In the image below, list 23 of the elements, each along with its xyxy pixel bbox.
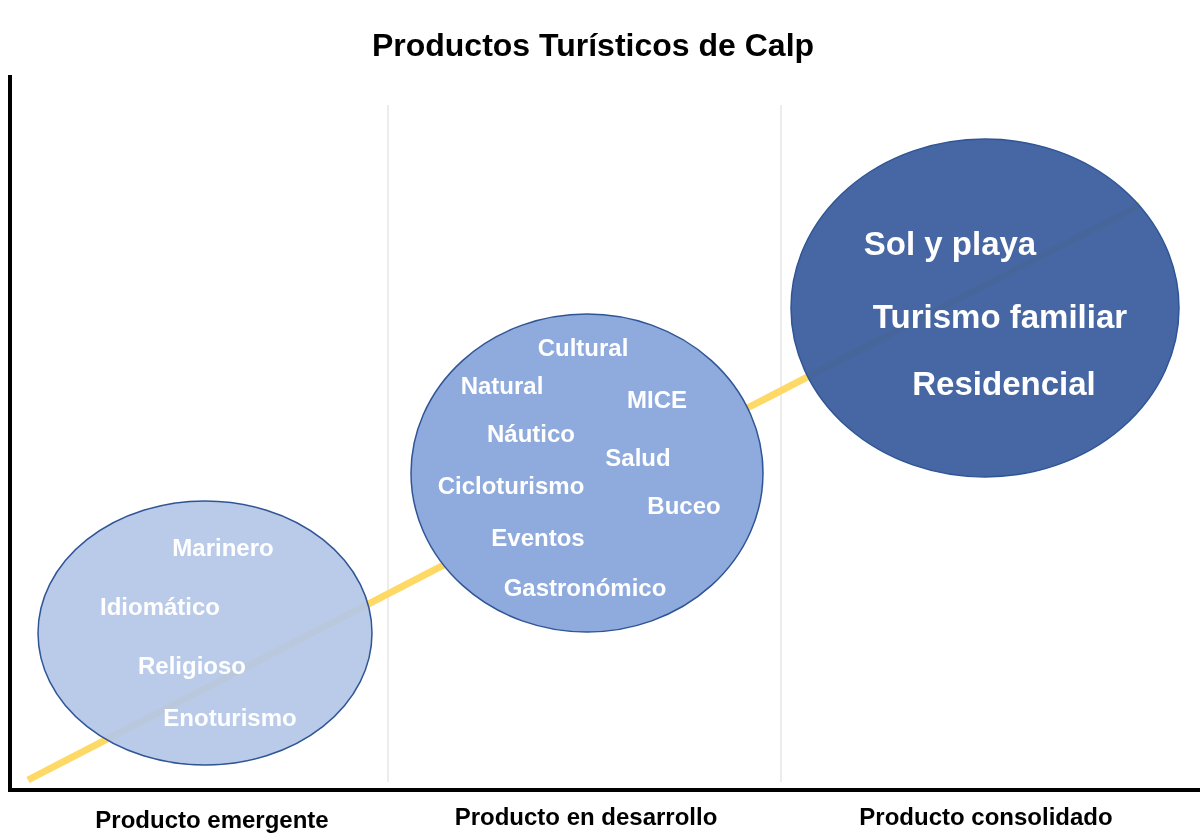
product-label: Enoturismo bbox=[163, 704, 297, 732]
product-label: MICE bbox=[627, 386, 687, 414]
product-label: Salud bbox=[605, 444, 671, 472]
chart-title: Productos Turísticos de Calp bbox=[371, 26, 815, 64]
axis-category-label: Producto en desarrollo bbox=[454, 803, 718, 831]
product-label: Buceo bbox=[647, 492, 721, 520]
product-ellipse bbox=[37, 500, 373, 766]
axis-category-label: Producto consolidado bbox=[859, 803, 1113, 831]
axis-category-label: Producto emergente bbox=[95, 806, 329, 834]
product-label: Gastronómico bbox=[503, 574, 667, 602]
product-label: Idiomático bbox=[100, 593, 220, 621]
product-label: Residencial bbox=[912, 365, 1096, 403]
product-label: Cultural bbox=[537, 334, 629, 362]
product-label: Marinero bbox=[172, 534, 274, 562]
product-ellipse bbox=[410, 313, 764, 633]
product-ellipse bbox=[790, 138, 1180, 478]
product-label: Sol y playa bbox=[863, 225, 1037, 263]
product-label: Religioso bbox=[138, 652, 246, 680]
product-label: Turismo familiar bbox=[872, 298, 1128, 336]
product-label: Eventos bbox=[491, 524, 585, 552]
product-label: Náutico bbox=[487, 420, 575, 448]
product-label: Natural bbox=[460, 372, 544, 400]
product-label: Cicloturismo bbox=[437, 472, 585, 500]
